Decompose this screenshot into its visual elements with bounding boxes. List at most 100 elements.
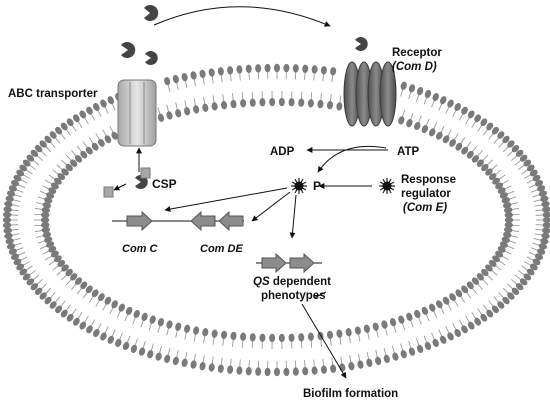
lipid-head: [54, 255, 62, 263]
lipid-head: [181, 358, 188, 367]
lipid-head: [190, 71, 197, 80]
phosphorylation-icons: [291, 178, 395, 194]
lipid-head: [495, 250, 504, 258]
qs-phenotypes-line2: phenotypes: [261, 290, 326, 302]
lipid-head: [10, 253, 20, 260]
lipid-head: [497, 301, 505, 309]
lipid-head: [406, 312, 413, 321]
lipid-head: [181, 73, 188, 82]
lipid-head: [41, 207, 50, 214]
lipid-head: [416, 87, 424, 96]
lipid-head: [491, 305, 499, 314]
lipid-head: [91, 289, 99, 298]
lipid-head: [66, 118, 74, 127]
peptide-icon: [145, 51, 158, 66]
lipid-head: [501, 236, 510, 243]
lipid-head: [172, 74, 179, 84]
lipid-head: [255, 64, 262, 73]
lipid-head: [326, 330, 333, 340]
lipid-head: [461, 325, 468, 334]
lipid-head: [507, 292, 515, 300]
lipid-head: [30, 283, 39, 291]
lipid-head: [44, 236, 53, 243]
lipid-head: [523, 159, 532, 167]
lipid-head: [474, 317, 482, 326]
gene-comde-label: Com DE: [200, 243, 243, 255]
lipid-head: [424, 89, 432, 99]
lipid-head: [538, 243, 548, 250]
lipid-head: [345, 328, 352, 337]
lipid-head: [44, 135, 52, 144]
lipid-head: [461, 285, 469, 294]
receptor-comd-icon: [343, 61, 397, 127]
lipid-head: [245, 64, 252, 74]
peptide-icon: [121, 41, 136, 58]
lipid-head: [330, 67, 337, 76]
gene-comc-icon: [126, 210, 153, 232]
lipid-head: [278, 333, 285, 343]
lipid-head: [221, 330, 228, 340]
adp-label: ADP: [270, 146, 295, 158]
lipid-head: [72, 114, 80, 123]
lipid-head: [400, 350, 407, 359]
lipid-head: [534, 180, 544, 187]
lipid-head: [504, 221, 513, 228]
lipid-head: [138, 347, 146, 356]
lipid-head: [60, 122, 68, 131]
lipid-head: [541, 201, 550, 208]
lipid-head: [440, 96, 447, 105]
lipid-head: [499, 241, 508, 248]
lipid-head: [375, 356, 382, 366]
lipid-head: [288, 98, 295, 107]
response-regulator-gene: (Com E): [403, 202, 447, 214]
lipid-head: [13, 258, 22, 266]
lipid-head: [48, 187, 57, 194]
lipid-head: [245, 366, 252, 376]
lipid-head: [175, 109, 182, 118]
lipid-head: [164, 354, 171, 363]
lipid-head: [486, 122, 494, 131]
lipid-head: [104, 135, 112, 144]
lipid-head: [4, 201, 13, 208]
lipid-head: [49, 131, 57, 139]
lipid-head: [172, 356, 179, 366]
lipid-head: [46, 192, 55, 199]
lipid-head: [363, 324, 370, 333]
lipid-head: [79, 110, 87, 119]
lipid-head: [55, 305, 63, 314]
lipid-head: [537, 185, 546, 192]
lipid-head: [259, 333, 266, 342]
lipid-head: [283, 367, 290, 377]
lipid-head: [421, 125, 429, 134]
lipid-head: [466, 150, 474, 159]
lipid-head: [66, 313, 74, 322]
lipid-head: [467, 321, 475, 330]
lipid-head: [26, 278, 35, 286]
lipid-head: [2, 222, 12, 229]
lipid-head: [259, 98, 266, 107]
lipid-head: [6, 190, 16, 197]
lipid-head: [326, 100, 333, 110]
response-regulator-line1: Response: [401, 174, 456, 186]
lipid-head: [504, 226, 513, 233]
lipid-head: [39, 292, 47, 300]
lipid-head: [86, 106, 93, 115]
lipid-head: [202, 328, 209, 337]
lipid-head: [317, 99, 324, 109]
lipid-head: [70, 273, 78, 281]
receptor-label: Receptor: [392, 47, 442, 59]
lipid-head: [42, 202, 51, 209]
lipid-head: [149, 315, 156, 324]
lipid-head: [41, 212, 50, 219]
phosphorylation-star-icon: [291, 178, 307, 194]
lipid-head: [6, 243, 16, 250]
lipid-head: [50, 250, 59, 258]
lipid-head: [507, 140, 515, 148]
lipid-head: [54, 177, 62, 185]
lipid-head: [504, 212, 513, 219]
lipid-head: [3, 227, 12, 234]
lipid-head: [240, 332, 247, 341]
lipid-head: [471, 277, 479, 285]
lipid-head: [542, 211, 550, 218]
lipid-head: [311, 366, 318, 375]
